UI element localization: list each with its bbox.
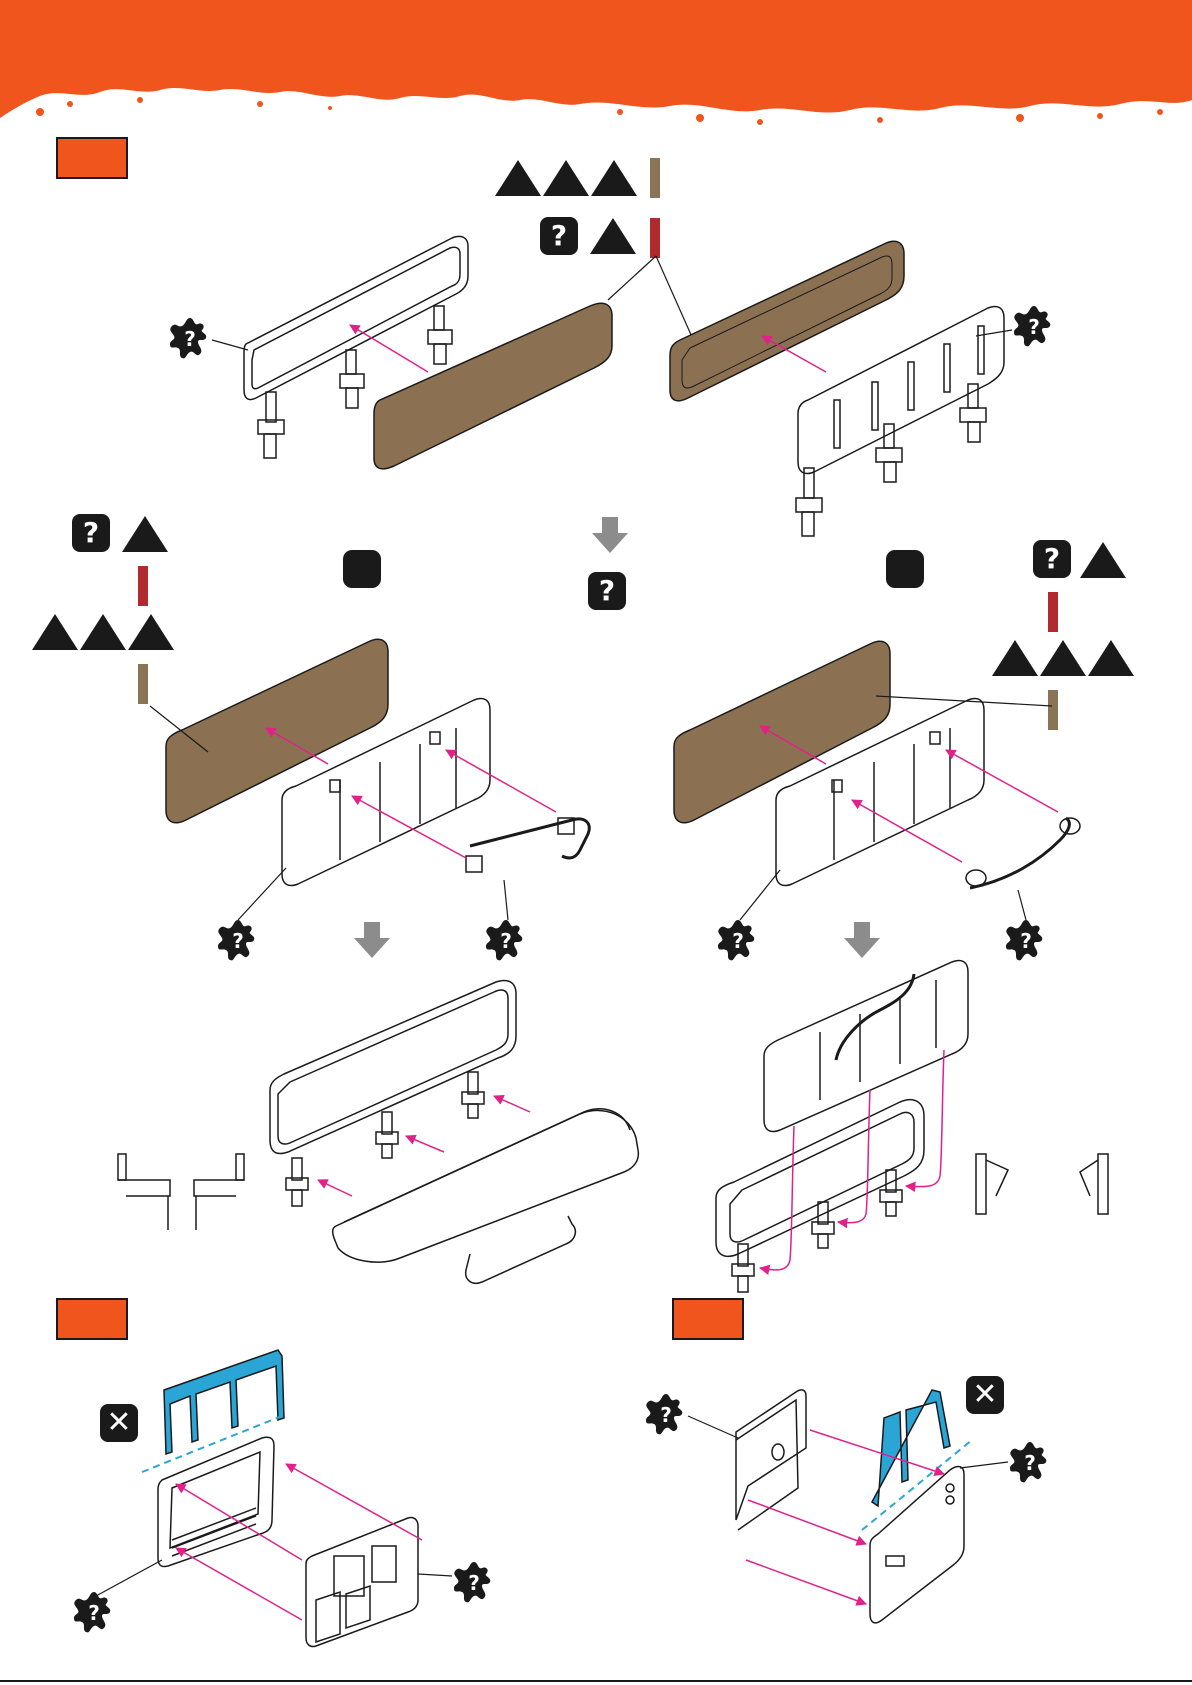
footer-rule (0, 1680, 1192, 1682)
step-3-blue-frame (872, 1390, 950, 1506)
left-backrest-panel (166, 639, 388, 823)
left-bench-assembled (270, 981, 638, 1284)
right-hinge-clips (976, 1154, 1108, 1214)
left-cushion (374, 303, 612, 469)
step-3-door-panel (870, 1467, 964, 1623)
ink-splat-callout-icon (1010, 1442, 1046, 1482)
left-hinge-clips (118, 1154, 244, 1230)
ink-splat-callout-icon (486, 920, 522, 960)
step-2-cab-back (306, 1517, 418, 1646)
ink-splat-callout-icon (74, 1592, 110, 1632)
ink-splat-callout-icon (218, 920, 254, 960)
step-2-door-panel (158, 1437, 274, 1566)
ink-splat-callout-icon (170, 318, 206, 358)
right-bench-assembled (716, 960, 968, 1292)
ink-splat-callout-icon (454, 1562, 490, 1602)
ink-splat-callout-icon (1014, 306, 1050, 346)
right-backrest-slats (796, 306, 1004, 536)
ink-splat-callout-icon (1006, 920, 1042, 960)
right-backrest-panel (674, 641, 890, 823)
ink-splat-callout-icon (646, 1394, 682, 1434)
ink-splat-callout-icon (718, 920, 754, 960)
